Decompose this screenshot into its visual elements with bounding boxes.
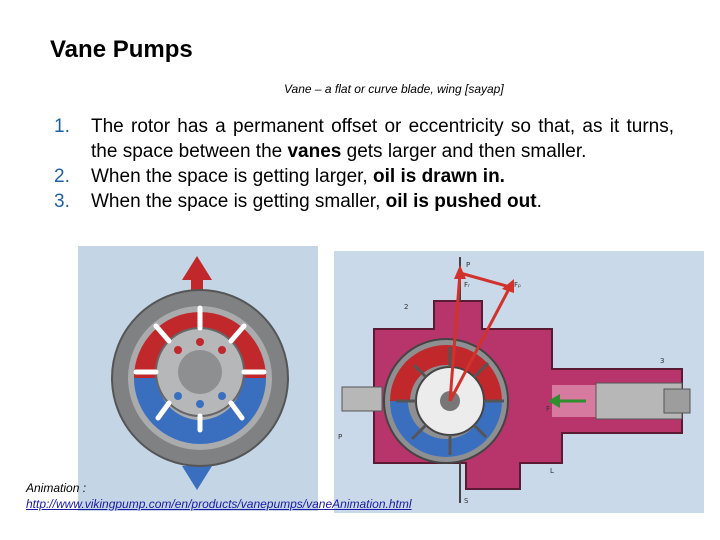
points-list: 1. The rotor has a permanent offset or e… [54,114,674,214]
left-adjust-screw [342,387,382,411]
label-3: 3 [660,357,664,365]
label-2: 2 [404,303,408,311]
point-emphasis: oil is pushed out [386,191,537,212]
slide-subtitle: Vane – a flat or curve blade, wing [saya… [284,82,504,96]
animation-link[interactable]: http://www.vikingpump.com/en/products/va… [26,497,412,511]
right-adjust-screw [664,389,690,413]
point-text-end: gets larger and then smaller. [341,141,586,162]
slide-title: Vane Pumps [50,36,193,64]
rotor-hub [178,350,222,394]
label-f: F [546,405,550,413]
list-item: 2. When the space is getting larger, oil… [54,164,674,189]
point-text-end: . [537,191,542,212]
point-text: When the space is getting larger, [91,166,373,187]
label-p-top: P [466,261,470,269]
label-l: L [550,467,554,475]
label-s: S [464,497,469,505]
label-p-left: P [338,433,342,441]
animation-label: Animation : [26,480,412,496]
point-emphasis: oil is drawn in. [373,166,505,187]
label-fr: Fᵣ [464,281,470,289]
list-number: 1. [54,114,70,139]
list-item: 3. When the space is getting smaller, oi… [54,189,674,214]
animation-credit: Animation : http://www.vikingpump.com/en… [26,480,412,512]
point-text: When the space is getting smaller, [91,191,386,212]
list-number: 3. [54,189,70,214]
label-fp: Fₚ [514,281,521,289]
pump-cross-section-illustration: P Fᵣ Fₚ P 2 3 F L S [334,251,704,513]
list-item: 1. The rotor has a permanent offset or e… [54,114,674,164]
list-number: 2. [54,164,70,189]
vane-rotor-illustration [78,246,318,511]
point-emphasis: vanes [287,141,341,162]
